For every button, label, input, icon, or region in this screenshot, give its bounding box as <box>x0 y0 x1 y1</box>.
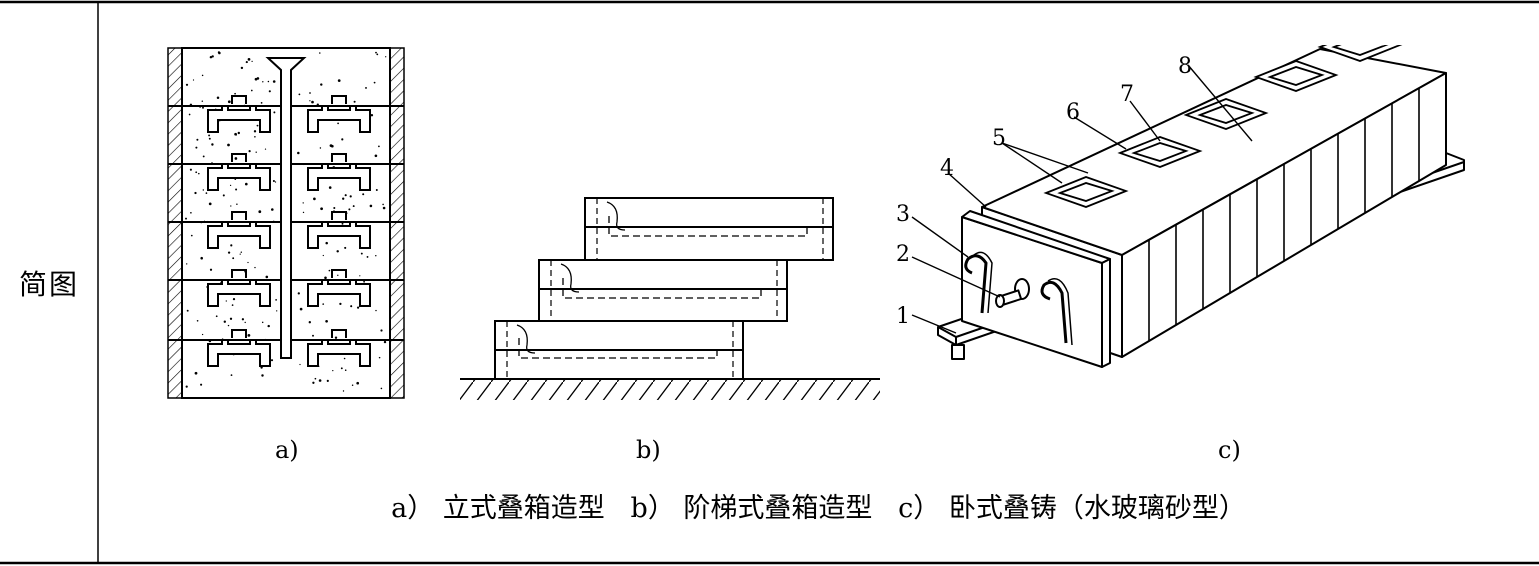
callout-4: 4 <box>940 156 954 181</box>
casting-riser <box>231 153 247 162</box>
mold-opening-inner <box>1057 182 1115 202</box>
casting-cavity <box>207 163 271 191</box>
casting-riser <box>331 269 347 278</box>
mold-opening-inner <box>1131 142 1189 162</box>
mold-opening-inner <box>1331 45 1389 56</box>
casting-cavity <box>207 339 271 367</box>
casting-riser <box>331 95 347 104</box>
callout-8: 8 <box>1178 54 1192 79</box>
casting-cavity <box>307 339 371 367</box>
casting-riser <box>231 95 247 104</box>
casting-cavity <box>207 105 271 133</box>
row-label: 简图 <box>18 268 79 301</box>
figure-caption: a） 立式叠箱造型 b） 阶梯式叠箱造型 c） 卧式叠铸（水玻璃砂型） <box>391 493 1246 524</box>
callout-5: 5 <box>992 126 1006 151</box>
callout-2: 2 <box>896 242 910 267</box>
casting-cavity <box>307 279 371 307</box>
callout-1: 1 <box>896 304 910 329</box>
casting-riser <box>331 211 347 220</box>
mold-opening-inner <box>1267 66 1325 86</box>
casting-cavity <box>207 221 271 249</box>
casting-riser <box>231 329 247 338</box>
figure-c-horizontal-stack-casting: 1 2 3 4 5 6 7 8 <box>896 45 1465 368</box>
callout-7: 7 <box>1120 82 1134 107</box>
casting-riser <box>331 329 347 338</box>
casting-riser <box>231 269 247 278</box>
casting-cavity <box>207 279 271 307</box>
casting-cavity <box>307 221 371 249</box>
mold-opening-inner <box>1197 104 1255 124</box>
casting-riser <box>331 153 347 162</box>
casting-cavities <box>207 95 371 367</box>
casting-cavity <box>307 163 371 191</box>
callout-3: 3 <box>896 202 910 227</box>
casting-cavity <box>307 105 371 133</box>
casting-riser <box>231 211 247 220</box>
figure-b-stepped-stack-mold <box>460 197 880 400</box>
callout-6: 6 <box>1066 100 1080 125</box>
figure-a-vertical-stack-mold <box>167 47 405 399</box>
figure-a-label: a) <box>275 436 299 464</box>
figure-c-label: c) <box>1218 436 1241 464</box>
figure-b-label: b) <box>636 436 661 464</box>
